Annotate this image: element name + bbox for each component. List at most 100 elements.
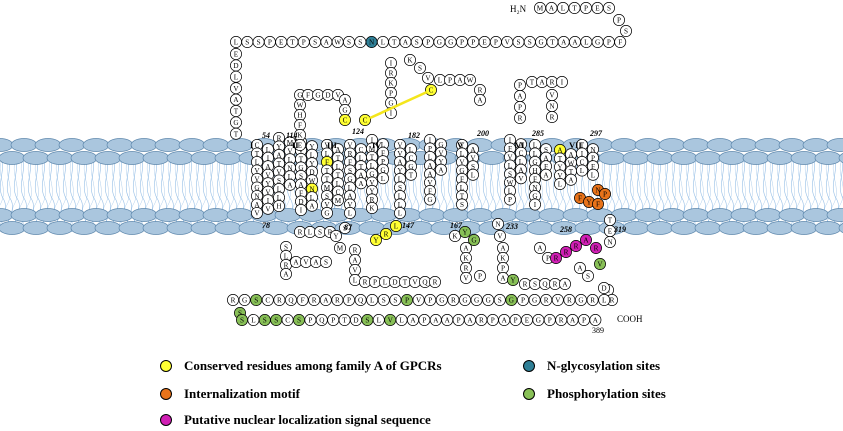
lipid-tail — [223, 154, 230, 233]
residue: G — [444, 36, 457, 48]
residue-letter: L — [348, 210, 352, 218]
residue: L — [376, 36, 389, 48]
residue: P — [486, 314, 499, 326]
lipid-head — [46, 221, 74, 235]
residue: F — [302, 89, 314, 101]
lipid-head — [106, 138, 134, 152]
residue: L — [580, 36, 593, 48]
residue-letter: V — [397, 150, 403, 158]
residue-letter: T — [277, 160, 282, 168]
residue-letter: A — [410, 317, 416, 325]
residue: N — [604, 236, 616, 248]
residue-circle — [334, 242, 346, 254]
lipid-head — [10, 208, 38, 222]
lipid-head — [634, 138, 662, 152]
residue-letter: S — [398, 184, 402, 192]
residue: T — [286, 36, 299, 48]
lipid-head — [694, 221, 722, 235]
residue: S — [456, 198, 468, 211]
residue: R — [546, 76, 558, 88]
residue-letter: L — [336, 180, 340, 188]
residue-circle — [339, 222, 351, 234]
residue-letter: R — [464, 265, 469, 273]
lipid-head — [466, 208, 494, 222]
lipid-head — [202, 138, 230, 152]
residue-letter: N — [254, 193, 260, 201]
residue-circle — [464, 74, 476, 86]
residue-letter: V — [397, 142, 403, 150]
residue: G — [295, 161, 307, 174]
residue-letter: S — [257, 39, 261, 47]
residue-letter: A — [593, 317, 599, 325]
residue-letter: P — [582, 317, 586, 325]
lipid-tail — [622, 154, 629, 233]
disulfide-bond — [369, 90, 428, 120]
residue: V — [554, 169, 566, 182]
helix-label: VII — [569, 140, 582, 150]
residue-letter: T — [409, 171, 414, 179]
lipid-tail — [754, 157, 760, 233]
residue: R — [308, 294, 321, 306]
residue-circle — [422, 72, 434, 84]
position-label: 182 — [408, 131, 420, 140]
residue-letter: L — [471, 171, 475, 179]
helix-label: IV — [372, 140, 382, 150]
lipid-head — [838, 222, 843, 234]
residue-letter: R — [312, 297, 317, 305]
residue-letter: S — [274, 317, 278, 325]
residue-letter: A — [309, 202, 315, 210]
lipid-tail — [705, 157, 711, 233]
residue: A — [589, 314, 602, 326]
residue: R — [227, 294, 239, 306]
residue-letter: A — [463, 245, 469, 253]
residue-letter: V — [427, 179, 433, 187]
residue-letter: L — [602, 297, 606, 305]
residue-letter: K — [388, 80, 394, 88]
residue: R — [555, 314, 568, 326]
helix-label: II — [292, 140, 299, 150]
residue-letter: M — [335, 197, 342, 205]
residue-circle — [280, 268, 292, 280]
residue: S — [389, 294, 402, 306]
residue-circle — [514, 112, 526, 124]
residue-letter: I — [561, 79, 564, 87]
residue-letter: T — [336, 171, 341, 179]
lipid-tail — [0, 154, 6, 233]
residue: N — [492, 218, 504, 230]
lipid-head — [94, 221, 122, 235]
residue: F — [540, 160, 552, 173]
residue-letter: C — [343, 117, 348, 125]
residue-letter: L — [399, 317, 403, 325]
residue-circle — [604, 236, 616, 248]
residue-letter: P — [347, 297, 351, 305]
residue-letter: A — [445, 317, 451, 325]
residue-letter: V — [265, 171, 271, 179]
residue: V — [262, 202, 274, 215]
residue: L — [557, 2, 569, 14]
lipid-tail — [180, 157, 186, 233]
residue-letter: V — [298, 147, 304, 155]
residue-letter: V — [497, 233, 503, 241]
residue: L — [377, 172, 389, 185]
residue-letter: Q — [319, 317, 325, 325]
residue: L — [576, 164, 588, 177]
residue: P — [385, 87, 397, 99]
residue-letter: F — [428, 188, 432, 196]
residue-letter: R — [544, 297, 549, 305]
lipid-head — [610, 138, 638, 152]
lipid-tail — [825, 154, 832, 233]
residue-circle — [576, 164, 588, 177]
legend: Conserved residues among family A of GPC… — [0, 348, 843, 428]
residue-letter: P — [546, 255, 550, 263]
residue-letter: F — [544, 163, 548, 171]
residue: A — [474, 94, 486, 106]
legend-label-phosphorylation: Phosphorylation sites — [547, 386, 666, 401]
lipid-head — [766, 151, 794, 165]
lipid-tail — [33, 157, 39, 233]
residue-letter: P — [617, 17, 621, 25]
residue: S — [236, 314, 248, 326]
residue-letter: R — [298, 229, 303, 237]
residue: K — [497, 252, 509, 264]
position-label: 114 — [286, 131, 298, 140]
residue-circle — [507, 274, 519, 286]
